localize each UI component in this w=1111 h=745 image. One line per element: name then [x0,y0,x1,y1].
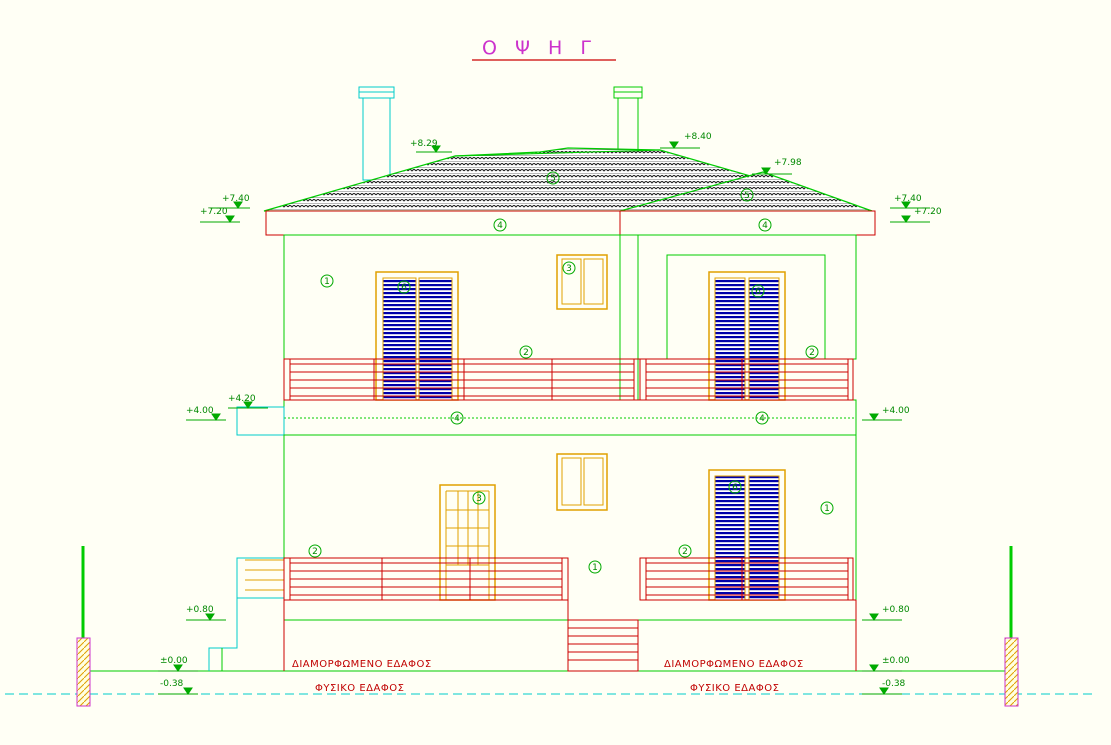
level-ground-floor-right: +0.80 [882,605,910,615]
stair-center [567,619,639,672]
marker-wall-upper-left: 1 [324,277,330,287]
material-marker-circles [308,171,834,574]
marker-fascia-left: 4 [497,221,503,231]
door-ground [439,484,496,601]
marker-railing-ground-left: 2 [312,547,318,557]
level-ridge-left: +8.29 [410,139,438,149]
level-marker-symbols [158,141,930,695]
marker-wall-ground-center: 1 [592,563,598,573]
shutter-upper-right [708,271,786,401]
slab-edge-left [236,406,285,436]
roof-ridge-line [454,149,661,157]
level-natural-right: -0.38 [882,679,906,689]
label-natural-ground-right: ΦΥΣΙΚΟ ΕΔΑΦΟΣ [690,683,779,694]
marker-slab-left: 4 [454,414,460,424]
boundary-post-left [76,546,91,707]
marker-shutter-ground-right: 6 [732,483,738,493]
window-upper [556,254,608,310]
marker-railing-ground-right: 2 [682,547,688,557]
shutter-ground-right [708,469,786,601]
level-natural-left: -0.38 [160,679,184,689]
railing-upper [283,358,854,401]
level-zero-left: ±0.00 [160,656,188,666]
level-eave-top-right: +7.40 [894,194,922,204]
fascia-left [265,210,621,236]
marker-door-ground: 3 [476,494,482,504]
level-ground-floor-left: +0.80 [186,605,214,615]
level-eave-top-left: +7.40 [222,194,250,204]
marker-wall-ground-right: 1 [824,504,830,514]
shutter-upper-left [375,271,459,401]
level-eave-bottom-right: +7.20 [914,207,942,217]
stair-left [208,557,285,671]
level-eave-bottom-left: +7.20 [200,207,228,217]
marker-window-upper: 3 [566,264,572,274]
label-natural-ground-left: ΦΥΣΙΚΟ ΕΔΑΦΟΣ [315,683,404,694]
marker-fascia-right: 4 [762,221,768,231]
window-ground [556,453,608,511]
label-formed-ground-right: ΔΙΑΜΟΡΦΩΜΕΝΟ ΕΔΑΦΟΣ [664,659,804,670]
marker-shutter-upper-left: 6 [401,283,407,293]
level-zero-right: ±0.00 [882,656,910,666]
drawing-title: Ο Ψ Η Γ [482,37,597,59]
marker-railing-upper-left: 2 [523,348,529,358]
label-formed-ground-left: ΔΙΑΜΟΡΦΩΜΕΝΟ ΕΔΑΦΟΣ [292,659,432,670]
fascia-right [619,210,876,236]
level-slab-left: +4.00 [186,406,214,416]
marker-roof-hip: 5 [744,191,750,201]
level-ridge-hip: +7.98 [774,158,802,168]
marker-shutter-upper-right: 6 [755,287,761,297]
boundary-post-right [1004,546,1019,707]
railing-ground [283,557,854,601]
level-slab-left-upper: +4.20 [228,394,256,404]
marker-railing-upper-right: 2 [809,348,815,358]
chimney-left [358,86,395,181]
level-ridge-right: +8.40 [684,132,712,142]
marker-roof-main: 5 [550,174,556,184]
level-slab-right: +4.00 [882,406,910,416]
marker-slab-right: 4 [759,414,765,424]
